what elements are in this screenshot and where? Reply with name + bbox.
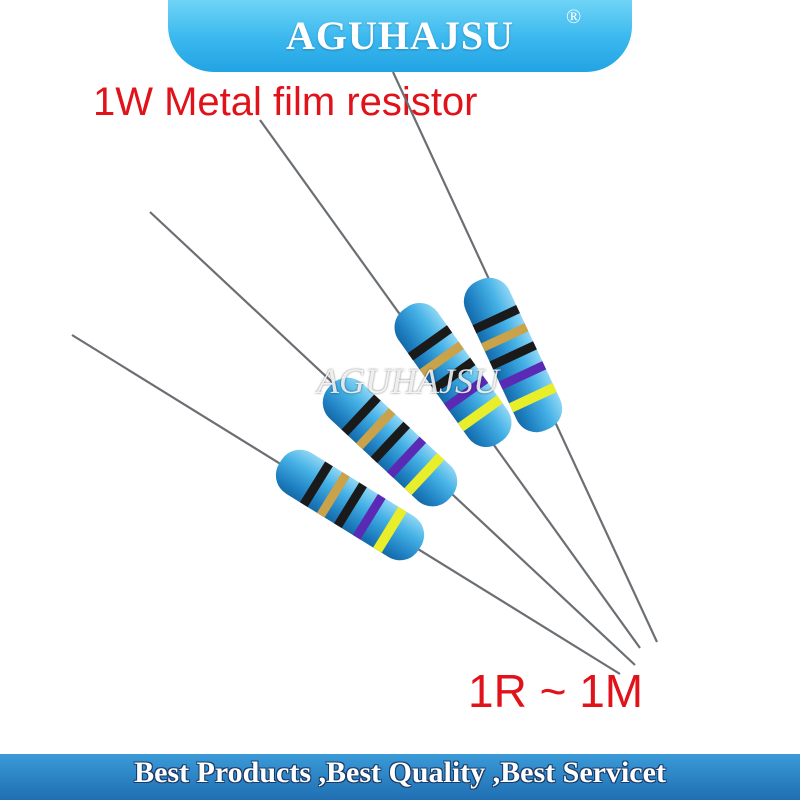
band-violet bbox=[498, 361, 547, 390]
band-black bbox=[489, 341, 537, 370]
band-black bbox=[341, 394, 381, 436]
resistor-4 bbox=[392, 71, 658, 643]
band-yellow bbox=[404, 453, 445, 496]
band-black bbox=[299, 461, 333, 508]
band-black bbox=[431, 357, 476, 394]
band-gold bbox=[316, 471, 350, 518]
band-yellow bbox=[508, 382, 557, 413]
band-yellow bbox=[457, 395, 503, 432]
band-violet bbox=[386, 436, 427, 478]
registered-mark: ® bbox=[566, 6, 582, 28]
band-black bbox=[370, 421, 411, 463]
resistor-2 bbox=[149, 211, 636, 666]
watermark: AGUHAJSU bbox=[317, 361, 499, 401]
band-black bbox=[407, 325, 453, 361]
brand-logo: AGUHAJSU bbox=[285, 13, 515, 58]
top-banner bbox=[168, 0, 632, 72]
band-violet bbox=[352, 494, 386, 540]
band-gold bbox=[419, 341, 464, 377]
band-yellow bbox=[373, 506, 407, 553]
band-violet bbox=[443, 375, 489, 411]
band-gold bbox=[356, 408, 396, 450]
resistor-1 bbox=[71, 334, 621, 675]
band-black bbox=[333, 482, 367, 529]
resistor-3 bbox=[259, 119, 641, 649]
band-black bbox=[472, 304, 520, 334]
slogan-text: Best Products ,Best Quality ,Best Servic… bbox=[134, 756, 666, 789]
bottom-banner bbox=[0, 754, 800, 800]
band-gold bbox=[481, 323, 529, 352]
resistance-range: 1R ~ 1M bbox=[468, 665, 644, 717]
resistor-photo bbox=[71, 71, 658, 675]
